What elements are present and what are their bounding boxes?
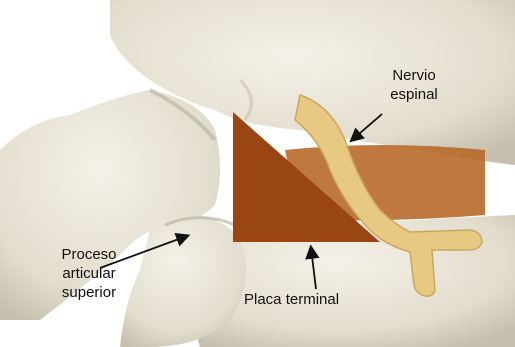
label-proceso-line1: Proceso bbox=[46, 245, 132, 264]
label-nervio-espinal: Nervio espinal bbox=[384, 66, 444, 104]
label-placa-terminal: Placa terminal bbox=[244, 290, 339, 309]
label-proceso-line3: superior bbox=[46, 283, 132, 302]
label-proceso-line2: articular bbox=[46, 264, 132, 283]
label-proceso-articular-superior: Proceso articular superior bbox=[46, 245, 132, 302]
label-nervio-line2: espinal bbox=[384, 85, 444, 104]
label-nervio-line1: Nervio bbox=[384, 66, 444, 85]
